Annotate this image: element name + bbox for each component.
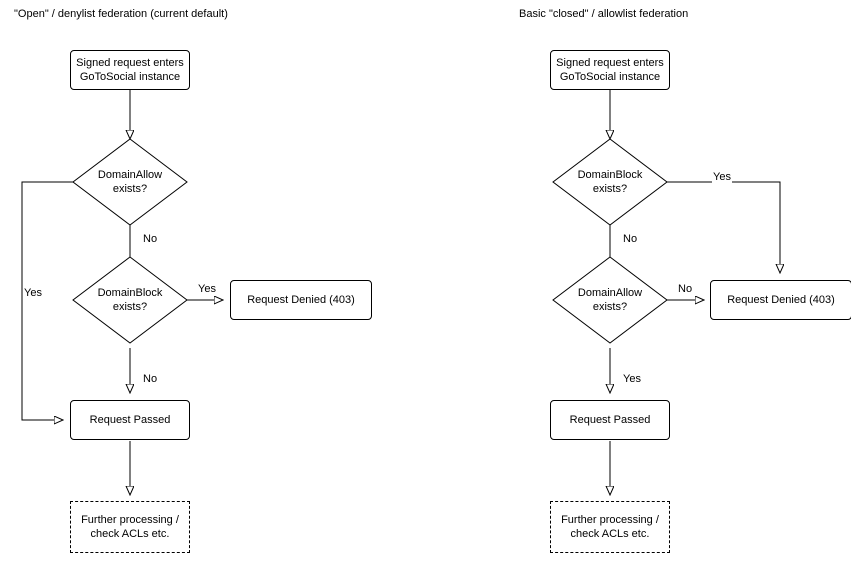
edge-label-right-block-yes: Yes [712,171,732,183]
node-right-domainallow-label: DomainAllow exists? [577,287,643,313]
edge-label-left-allow-no: No [142,233,159,245]
edge-label-left-block-yes: Yes [197,283,217,295]
node-left-domainallow-decision: DomainAllow exists? [72,138,188,226]
node-right-domainblock-label: DomainBlock exists? [577,169,643,195]
node-left-domainblock-decision: DomainBlock exists? [72,256,188,344]
node-left-request-denied: Request Denied (403) [230,280,372,320]
node-left-domainallow-label: DomainAllow exists? [97,169,163,195]
edge-label-left-allow-yes: Yes [23,287,43,299]
node-right-entry-label: Signed request enters GoToSocial instanc… [556,57,664,83]
node-right-further-processing-label: Further processing / check ACLs etc. [561,514,659,540]
panel-title-open-federation: "Open" / denylist federation (current de… [14,8,228,20]
node-right-domainallow-decision: DomainAllow exists? [552,256,668,344]
node-right-request-passed: Request Passed [550,400,670,440]
edge-label-right-allow-no: No [677,283,694,295]
node-left-request-passed-label: Request Passed [89,414,171,426]
node-left-further-processing: Further processing / check ACLs etc. [70,501,190,553]
node-right-domainblock-decision: DomainBlock exists? [552,138,668,226]
node-right-entry: Signed request enters GoToSocial instanc… [550,50,670,90]
node-right-request-denied-label: Request Denied (403) [727,294,835,306]
node-left-further-processing-label: Further processing / check ACLs etc. [81,514,179,540]
edge-label-right-block-no: No [622,233,639,245]
node-left-entry-label: Signed request enters GoToSocial instanc… [76,57,184,83]
edge-label-right-allow-yes: Yes [622,373,642,385]
node-right-further-processing: Further processing / check ACLs etc. [550,501,670,553]
edge-label-left-block-no: No [142,373,159,385]
node-right-request-passed-label: Request Passed [569,414,651,426]
node-left-entry: Signed request enters GoToSocial instanc… [70,50,190,90]
node-left-domainblock-label: DomainBlock exists? [97,287,163,313]
node-left-request-denied-label: Request Denied (403) [247,294,355,306]
node-right-request-denied: Request Denied (403) [710,280,851,320]
panel-title-closed-federation: Basic "closed" / allowlist federation [519,8,689,20]
node-left-request-passed: Request Passed [70,400,190,440]
